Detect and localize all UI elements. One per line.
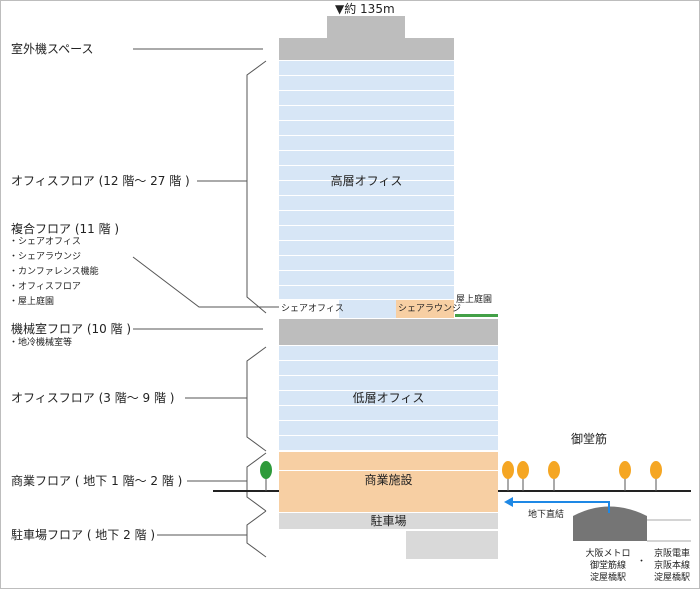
complex-item-3: カンファレンス機能: [9, 267, 99, 278]
share-lounge-cell: [396, 300, 454, 318]
direct-connection-label: 地下直結: [528, 510, 565, 520]
label-parking-floor: 駐車場フロア ( 地下 2 階 ): [11, 528, 156, 542]
complex-item-2: シェアラウンジ: [9, 252, 81, 263]
brace-parking: [246, 510, 267, 558]
rooftop-garden-label: 屋上庭園: [456, 295, 493, 305]
share-office-label: シェアオフィス: [281, 304, 344, 314]
label-complex-floor: 複合フロア (11 階 ): [11, 222, 120, 236]
tree-orange-5: [650, 461, 662, 491]
brace-office-low: [246, 346, 267, 452]
commercial-label: 商業施設: [364, 473, 413, 487]
machine-room-block: [279, 319, 498, 345]
tree-green: [260, 461, 272, 491]
high-office-label: 高層オフィス: [330, 174, 403, 188]
low-office-label: 低層オフィス: [352, 391, 425, 405]
label-commercial: 商業フロア ( 地下 1 階～ 2 階 ): [11, 474, 183, 488]
share-office-cell: [279, 300, 339, 318]
label-office-high: オフィスフロア (12 階～ 27 階 ): [11, 174, 190, 188]
parking-label: 駐車場: [370, 514, 407, 528]
station-separator: ・: [637, 557, 647, 567]
complex-item-4: オフィスフロア: [9, 282, 81, 293]
keihan-line-2: 京阪本線: [653, 561, 690, 571]
label-machine-room: 機械室フロア (10 階 ): [11, 322, 132, 336]
tree-orange-3: [548, 461, 560, 491]
share-lounge-label: シェアラウンジ: [398, 304, 462, 314]
rooftop-garden-line: [455, 314, 498, 317]
low-office-block: [279, 346, 498, 451]
commercial-divider-1: [279, 470, 498, 471]
parking-lower-block: [406, 531, 498, 559]
machine-space-block: [279, 38, 454, 60]
brace-commercial: [246, 452, 267, 512]
rooftop-block: [327, 16, 405, 39]
tree-orange-1: [502, 461, 514, 491]
station-shape: [573, 506, 647, 541]
metro-line-3: 淀屋橋駅: [589, 573, 626, 583]
tree-orange-2: [517, 461, 529, 491]
metro-line-1: 大阪メトロ: [585, 549, 631, 559]
parking-block: [279, 513, 498, 529]
direct-arrow-line: [511, 501, 610, 513]
metro-line-2: 御堂筋線: [589, 561, 626, 571]
label-office-low: オフィスフロア (3 階～ 9 階 ): [11, 391, 175, 405]
label-machine-room-sub: 地冷機械室等: [9, 338, 72, 349]
high-office-block: [279, 61, 454, 299]
street-name-label: 御堂筋: [571, 432, 608, 446]
direct-arrow-head: [504, 497, 513, 507]
complex-item-5: 屋上庭園: [9, 297, 54, 308]
keihan-line-3: 淀屋橋駅: [653, 573, 690, 583]
brace-office-high: [246, 60, 267, 314]
keihan-line-1: 京阪電車: [653, 549, 690, 559]
complex-item-1: シェアオフィス: [9, 237, 81, 248]
tree-orange-4: [619, 461, 631, 491]
commercial-block: [279, 452, 498, 512]
label-machine-space: 室外機スペース: [11, 42, 94, 56]
leader-complex-floor: [132, 256, 279, 308]
height-label: ▼約 135m: [335, 2, 395, 16]
